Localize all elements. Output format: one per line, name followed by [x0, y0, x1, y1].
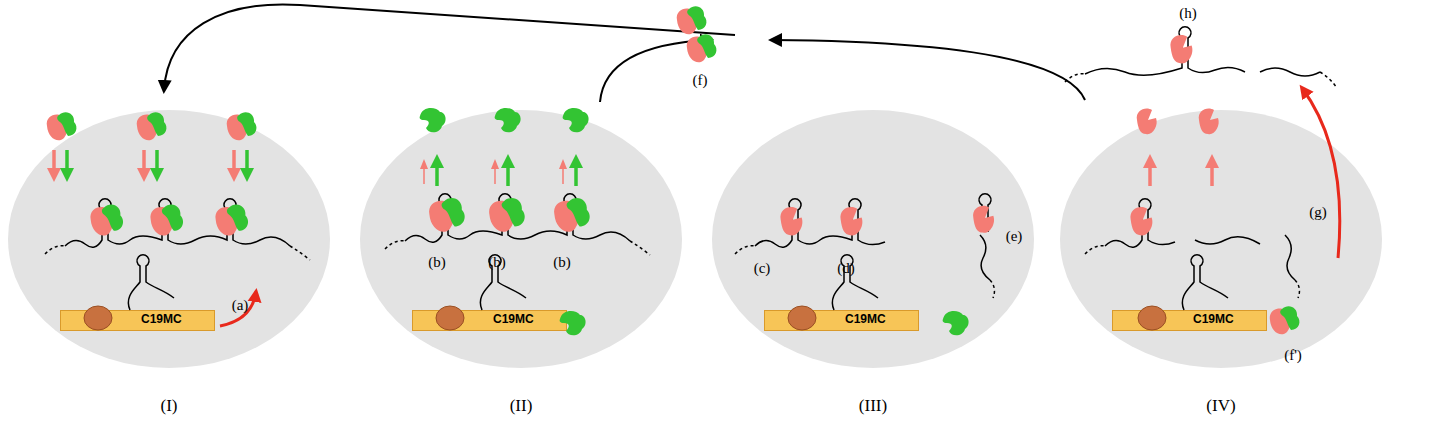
gene-cluster-box: C19MC: [1112, 310, 1267, 331]
released-protein: [563, 108, 589, 132]
primary-transcript: [1182, 255, 1228, 310]
panel-numeral: (II): [360, 396, 682, 416]
callout-letter: (h): [1179, 5, 1197, 22]
polymerase: [788, 306, 816, 330]
release-arrow: [1210, 158, 1214, 186]
free-protein: [943, 311, 969, 335]
free-protein: [560, 311, 586, 335]
binding-arrow: [65, 150, 69, 178]
cell-ellipse: (II)C19MC: [360, 110, 682, 368]
panel-three-art: [735, 194, 994, 335]
complex: [227, 112, 257, 140]
released-protein: [973, 206, 994, 233]
reformed-complex: [1270, 306, 1300, 334]
return-arrow: [164, 4, 735, 90]
panel-one-art: [45, 112, 310, 330]
released-protein: [1137, 108, 1157, 134]
export-arrow: [1302, 88, 1340, 258]
release-arrow: [494, 162, 496, 184]
bound-complex: [90, 205, 123, 236]
gene-cluster-box: C19MC: [412, 310, 567, 331]
bound-complex: [554, 198, 590, 232]
mrna-strand: [45, 199, 310, 260]
released-protein: [1199, 108, 1219, 134]
polymerase: [436, 306, 464, 330]
cleaving-protein: [780, 207, 802, 235]
gene-name: C19MC: [61, 311, 214, 328]
panel-four-art: [1085, 88, 1340, 334]
binding-arrow: [245, 150, 249, 178]
polymerase: [1138, 306, 1166, 330]
release-arrow: [772, 40, 1085, 100]
release-arrow: [506, 158, 510, 186]
binding-arrow: [232, 150, 236, 178]
release-arrow: [423, 162, 425, 184]
gene-cluster-box: C19MC: [764, 310, 919, 331]
released-protein: [420, 108, 446, 132]
panel-numeral: (III): [712, 396, 1034, 416]
release-arrow: [435, 158, 439, 186]
bound-complex: [429, 198, 465, 232]
binding-arrow: [142, 150, 146, 178]
transcription-arrow: [220, 292, 256, 326]
cell-fill: [1060, 110, 1382, 368]
release-arrow: [1148, 158, 1152, 186]
released-protein: [495, 108, 521, 132]
panel-numeral: (IV): [1060, 396, 1382, 416]
cell-ellipse: (I)C19MC: [8, 110, 330, 368]
free-complex: [687, 34, 717, 62]
gene-name: C19MC: [1113, 311, 1266, 328]
cleaving-protein: [840, 207, 862, 235]
binding-arrow: [155, 150, 159, 178]
panel-numeral: (I): [8, 396, 330, 416]
binding-arrow: [52, 150, 56, 178]
bound-complex: [489, 198, 525, 232]
gene-name: C19MC: [413, 311, 566, 328]
bound-complex: [150, 205, 183, 236]
release-arrow: [574, 158, 578, 186]
bound-protein: [1130, 207, 1152, 235]
gene-name: C19MC: [765, 311, 918, 328]
primary-transcript: [832, 255, 878, 310]
polymerase: [84, 306, 112, 330]
cell-fill: [360, 110, 682, 368]
complex: [137, 112, 167, 140]
cut-hairpin: [979, 194, 991, 232]
bound-protein: [1170, 35, 1192, 63]
free-complex: [677, 6, 707, 34]
callout-letter: (f): [693, 72, 708, 89]
exported-fragment: [1065, 27, 1337, 88]
bound-complex: [215, 205, 248, 236]
cell-ellipse: (III)C19MC: [712, 110, 1034, 368]
cell-fill: [712, 110, 1034, 368]
release-arrow: [600, 40, 710, 102]
complex: [47, 112, 77, 140]
panel-two-art: [385, 108, 650, 335]
cell-fill: [8, 110, 330, 368]
mrna-strand: [385, 194, 650, 255]
primary-transcript: [128, 255, 174, 310]
release-arrow: [562, 162, 564, 184]
primary-transcript: [480, 255, 526, 310]
cell-ellipse: (IV)C19MC: [1060, 110, 1382, 368]
gene-cluster-box: C19MC: [60, 310, 215, 331]
